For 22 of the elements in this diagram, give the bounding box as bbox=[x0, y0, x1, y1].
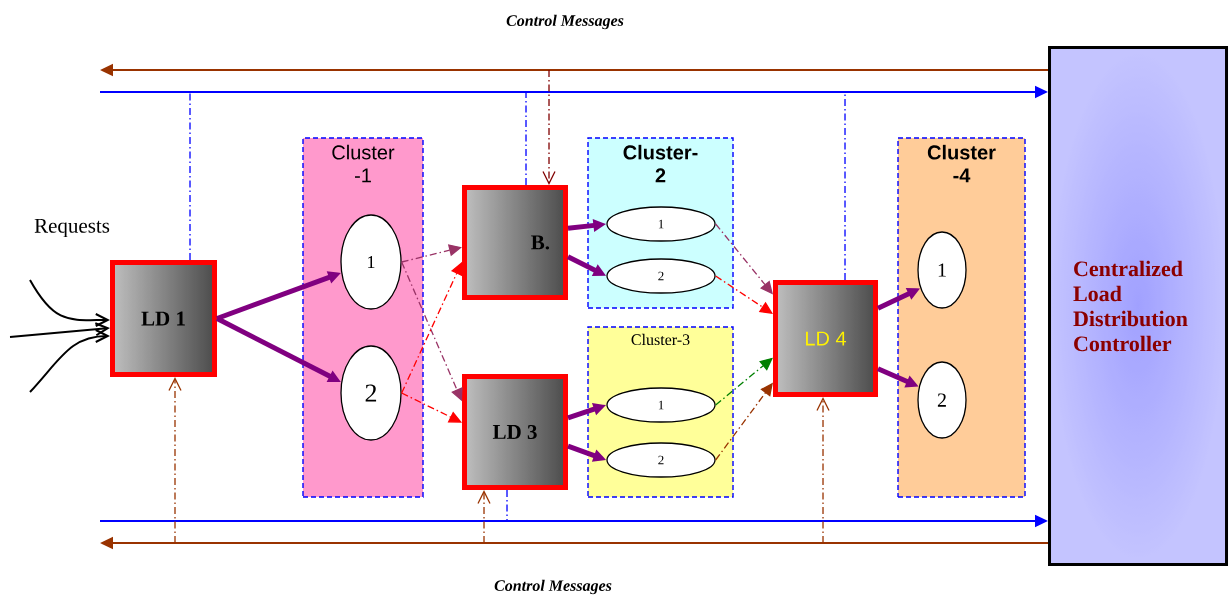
connector-line bbox=[189, 91, 191, 261]
arrow bbox=[816, 397, 830, 544]
controller-box: Centralized Load Distribution Controller bbox=[1048, 46, 1228, 566]
arrow bbox=[29, 329, 110, 393]
arrow bbox=[715, 275, 773, 314]
connector-line bbox=[525, 91, 527, 186]
arrow bbox=[168, 377, 182, 544]
load-distributor-box: LD 1 bbox=[110, 260, 217, 377]
load-distributor-box: LD 4 bbox=[773, 280, 878, 397]
label-text: Requests bbox=[34, 218, 110, 238]
arrow bbox=[9, 322, 110, 338]
load-distributor-box: B. bbox=[462, 185, 568, 300]
arrow bbox=[401, 244, 462, 263]
load-distributor-box: LD 3 bbox=[462, 374, 568, 490]
arrow bbox=[477, 490, 491, 544]
connector-line bbox=[506, 489, 508, 522]
label-text: Control Messages bbox=[494, 579, 612, 595]
arrow bbox=[715, 357, 773, 406]
arrow bbox=[401, 392, 462, 423]
label-text: Control Messages bbox=[506, 14, 624, 30]
arrow bbox=[29, 279, 110, 327]
arrow bbox=[542, 69, 556, 185]
